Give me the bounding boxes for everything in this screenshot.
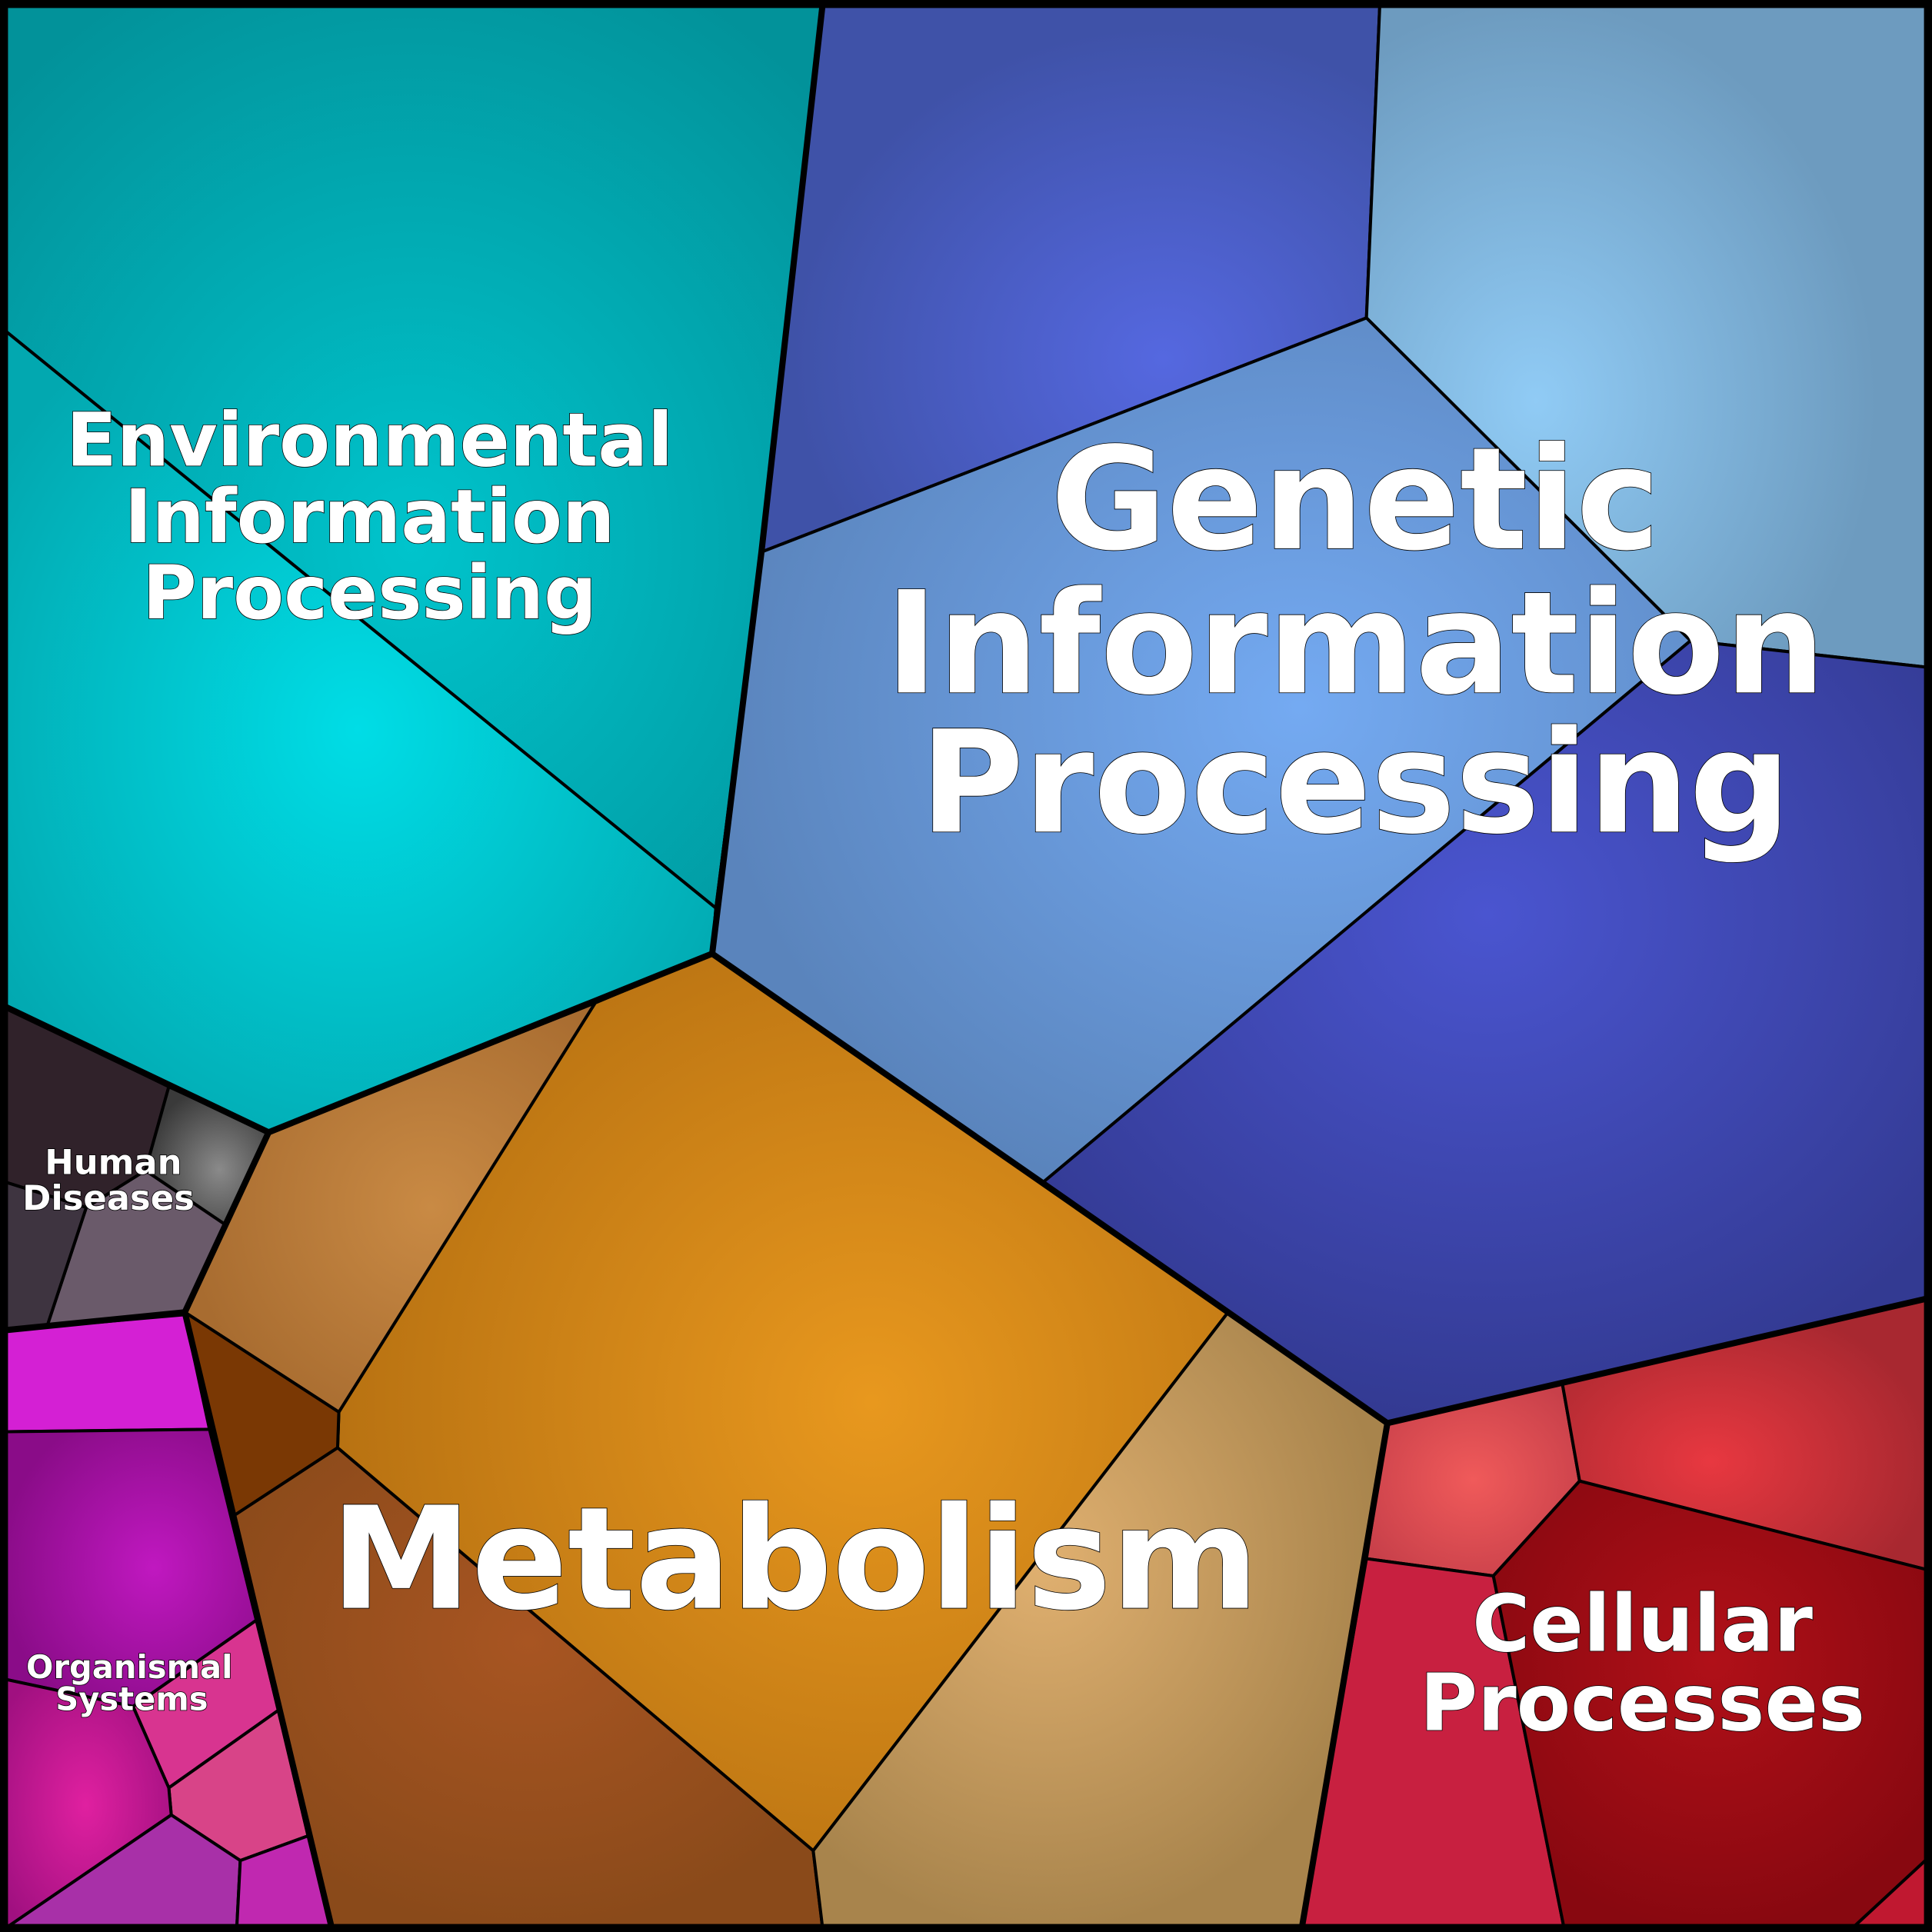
label-organismal-line1: Organismal <box>26 1648 232 1686</box>
region-organismal-systems <box>0 1313 335 1932</box>
label-environmental-line3: Processing <box>142 550 597 636</box>
region-genetic-information-processing <box>710 0 1932 1425</box>
label-human-line2: Diseases <box>22 1178 195 1218</box>
label-metabolism: Metabolism <box>331 1477 1259 1642</box>
label-environmental-line1: Environmental <box>66 398 673 484</box>
label-human-line1: Human <box>45 1142 182 1183</box>
region-environmental-information-processing <box>0 0 825 1134</box>
cell[interactable] <box>1846 1852 1932 1932</box>
label-environmental-line2: Information <box>125 474 615 560</box>
cell[interactable] <box>0 1313 212 1434</box>
label-genetic-line1: Genetic <box>1051 418 1661 582</box>
cell[interactable] <box>235 1834 335 1932</box>
label-organismal-line2: Systems <box>55 1681 208 1718</box>
label-cellular-line1: Cellular <box>1472 1579 1813 1671</box>
label-cellular-line2: Processes <box>1420 1657 1865 1749</box>
cell[interactable] <box>0 1676 173 1932</box>
label-genetic-line2: Information <box>885 561 1825 726</box>
cell[interactable] <box>1491 1479 1932 1932</box>
region-cellular-processes <box>1299 1295 1932 1932</box>
label-genetic-line3: Processing <box>920 701 1790 865</box>
labels: Environmental Information Processing Gen… <box>22 397 1866 1750</box>
